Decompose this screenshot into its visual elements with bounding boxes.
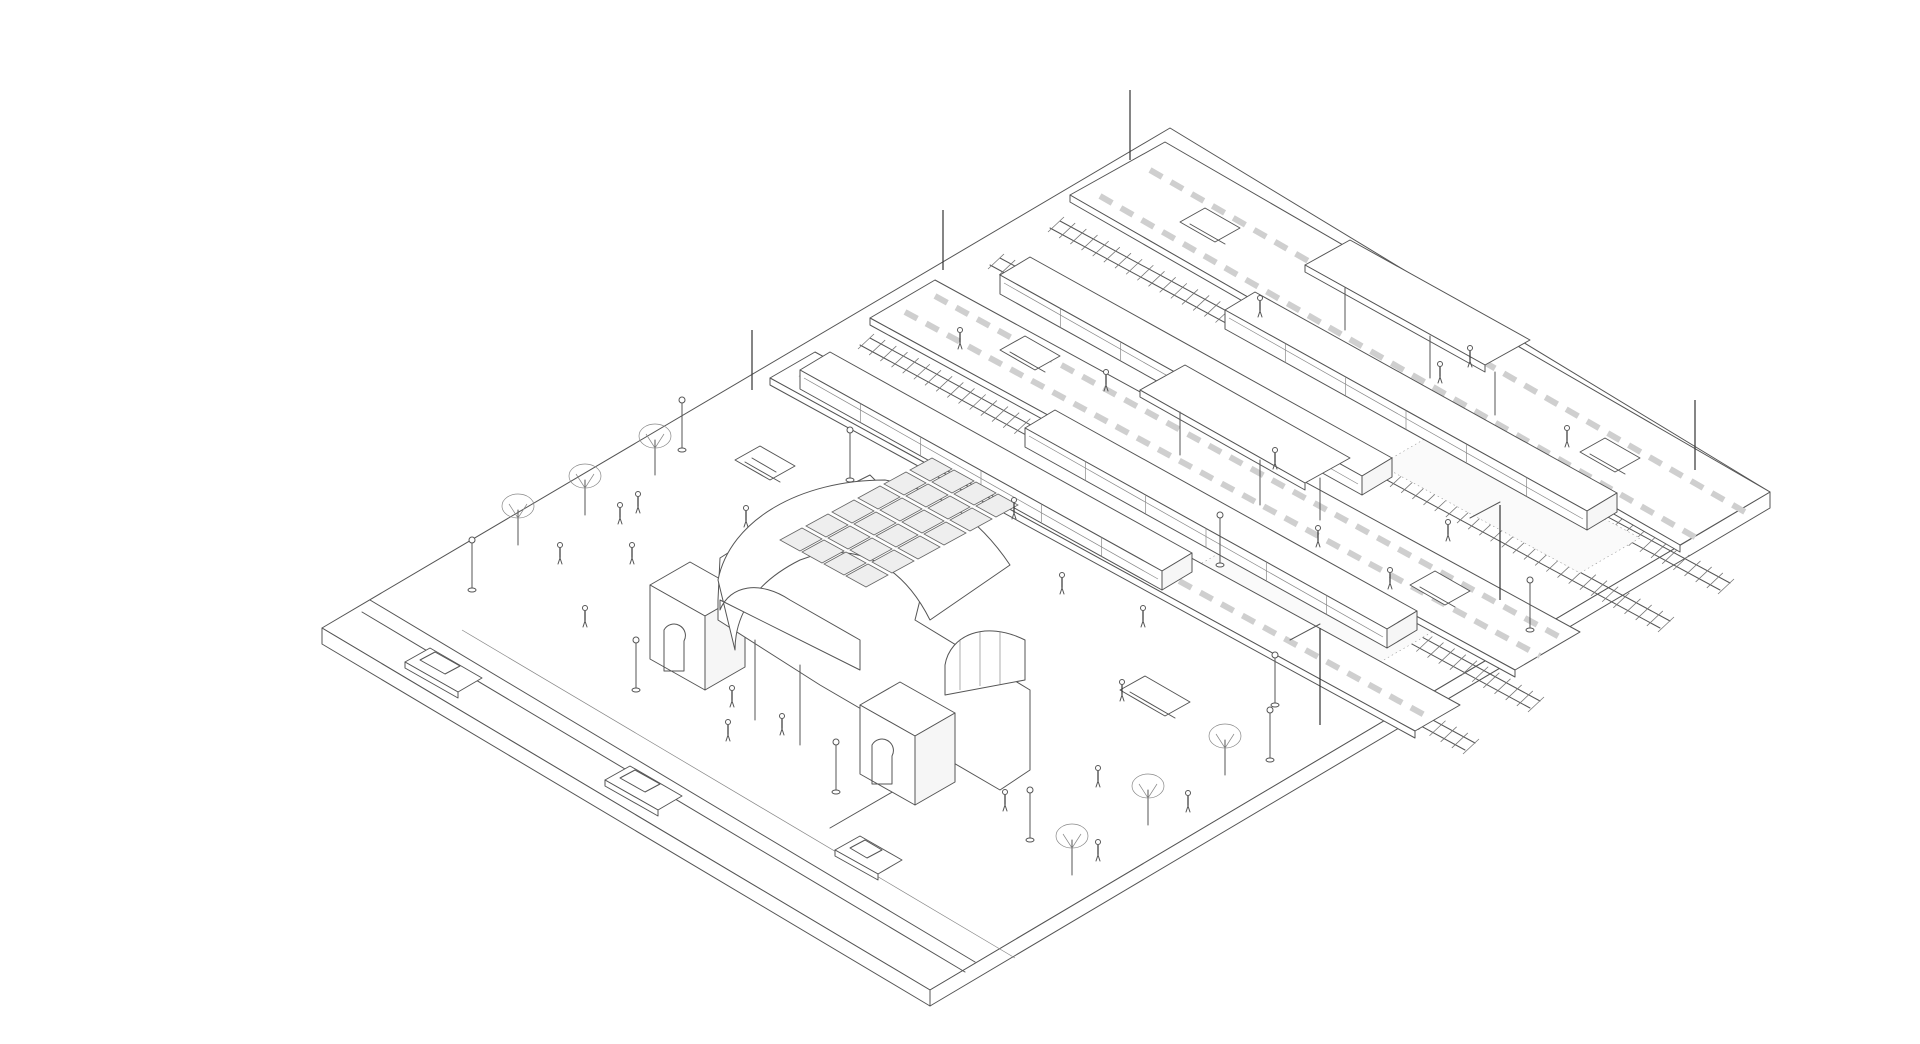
train xyxy=(1224,291,1618,531)
catenary-masts xyxy=(751,90,1696,725)
train xyxy=(1024,409,1418,649)
car xyxy=(404,647,483,699)
station-hall xyxy=(649,457,1031,806)
trees xyxy=(501,423,1242,876)
people xyxy=(557,295,1570,862)
stair-entrance xyxy=(1579,437,1641,475)
lamp-posts xyxy=(467,396,1535,843)
car xyxy=(604,765,683,817)
stair-entrance xyxy=(734,445,796,483)
platform-canopy xyxy=(1304,239,1531,416)
roof-solar-panels xyxy=(779,457,1019,588)
plaza-slab xyxy=(321,127,1771,1007)
stair-entrance xyxy=(999,335,1061,373)
car xyxy=(834,835,903,881)
platform-canopy xyxy=(1139,364,1351,521)
stair-entrance xyxy=(1179,207,1241,245)
stair-entrance xyxy=(1409,570,1471,608)
train xyxy=(799,351,1193,591)
stair-entrance xyxy=(1119,675,1191,719)
